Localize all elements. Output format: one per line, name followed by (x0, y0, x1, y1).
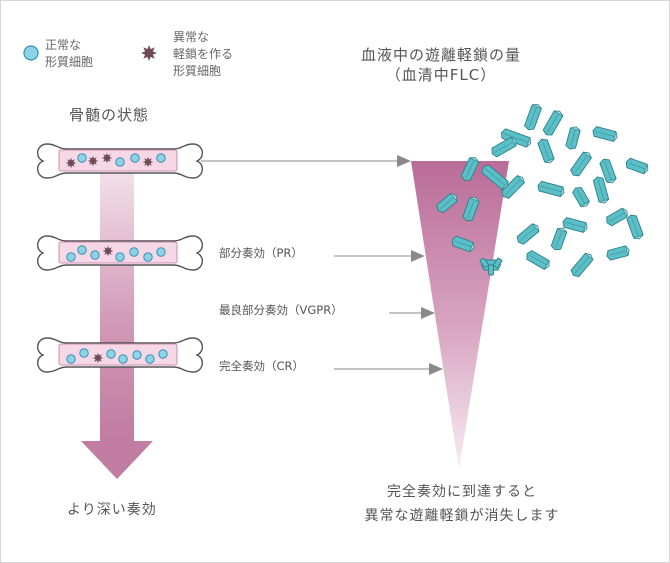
flc-crystal (524, 103, 542, 131)
flc-crystal (501, 175, 525, 199)
flc-crystal (462, 196, 480, 222)
flc-crystal (565, 126, 581, 150)
flc-crystal (625, 157, 649, 175)
flc-crystal (570, 151, 592, 177)
flc-crystal (562, 217, 588, 233)
abnormal-plasma-cell (142, 156, 154, 168)
normal-plasma-cell (77, 245, 87, 255)
normal-plasma-cell (66, 252, 76, 262)
flc-crystal (526, 250, 550, 270)
flc-crystal (606, 207, 628, 227)
abnormal-plasma-cell (101, 152, 113, 164)
flc-crystal (516, 223, 540, 245)
abnormal-plasma-cell (65, 157, 77, 169)
flc-crystal (542, 110, 564, 136)
legend-abnormal-cell-icon (141, 45, 157, 61)
bone-marrow-stage-3 (36, 337, 204, 373)
normal-plasma-cell (118, 354, 128, 364)
legend-normal-cell-label: 正常な 形質細胞 (45, 37, 93, 71)
flc-crystal (481, 164, 509, 190)
stage-label-cr: 完全奏効（CR） (219, 359, 305, 373)
deeper-response-arrow (81, 169, 153, 479)
deeper-response-label: より深い奏効 (67, 502, 157, 518)
flc-crystal (570, 252, 594, 278)
abnormal-plasma-cell (87, 155, 99, 167)
normal-plasma-cell (115, 157, 125, 167)
flc-crystal (592, 176, 610, 204)
marrow-cells (65, 152, 168, 364)
flc-level-funnel (411, 161, 509, 469)
free-light-chain-crystals (436, 103, 649, 278)
legend-abnormal-line3: 形質細胞 (173, 64, 222, 78)
flc-crystal (491, 136, 517, 158)
normal-plasma-cell (90, 250, 100, 260)
normal-plasma-cell (77, 153, 87, 163)
abnormal-cell-star (141, 45, 157, 61)
normal-plasma-cell (129, 247, 139, 257)
pointer-arrows (201, 155, 443, 375)
flc-title-line2: （血清中FLC） (385, 66, 497, 85)
legend-normal-cell-icon (23, 45, 39, 61)
conclusion-line2: 異常な遊離軽鎖が消失します (364, 507, 560, 524)
flc-crystal (500, 128, 532, 148)
flc-title-line1: 血液中の遊離軽鎖の量 (360, 46, 521, 64)
flc-crystal (451, 235, 475, 253)
normal-plasma-cell (106, 349, 116, 359)
legend-normal-line1: 正常な (45, 38, 82, 52)
normal-plasma-cell (143, 252, 153, 262)
flc-crystal (572, 187, 590, 207)
conclusion-line1: 完全奏効に到達すると (387, 484, 537, 500)
flc-crystal (537, 138, 555, 164)
legend-abnormal-line2: 軽鎖を作る (173, 47, 234, 61)
flc-crystal (606, 245, 630, 261)
flc-crystal (599, 158, 617, 184)
flc-crystal (537, 180, 565, 198)
normal-plasma-cell (115, 252, 125, 262)
normal-plasma-cell (79, 348, 89, 358)
normal-plasma-cell (158, 349, 168, 359)
flc-crystal (550, 227, 568, 251)
flc-crystal (460, 157, 480, 181)
flc-crystal (626, 214, 644, 240)
normal-plasma-cell (156, 247, 166, 257)
legend-abnormal-line1: 異常な (173, 30, 210, 44)
normal-plasma-cell (145, 354, 155, 364)
flc-crystal-y (479, 257, 503, 276)
normal-plasma-cell (130, 153, 140, 163)
flc-crystal (436, 192, 458, 214)
abnormal-plasma-cell (92, 352, 104, 364)
stage-label-pr: 部分奏効（PR） (219, 246, 303, 260)
legend-abnormal-cell-label: 異常な 軽鎖を作る 形質細胞 (173, 29, 233, 80)
conclusion-text: 完全奏効に到達すると 異常な遊離軽鎖が消失します (327, 481, 597, 529)
normal-plasma-cell (156, 153, 166, 163)
stage-label-vgpr: 最良部分奏効（VGPR） (219, 303, 343, 317)
flc-crystal (592, 126, 618, 142)
legend-normal-line2: 形質細胞 (45, 55, 94, 69)
normal-plasma-cell (66, 354, 76, 364)
marrow-title: 骨髄の状態 (69, 106, 150, 124)
normal-plasma-cell (132, 350, 142, 360)
flc-title: 血液中の遊離軽鎖の量 （血清中FLC） (321, 45, 561, 86)
abnormal-plasma-cell (102, 245, 114, 257)
